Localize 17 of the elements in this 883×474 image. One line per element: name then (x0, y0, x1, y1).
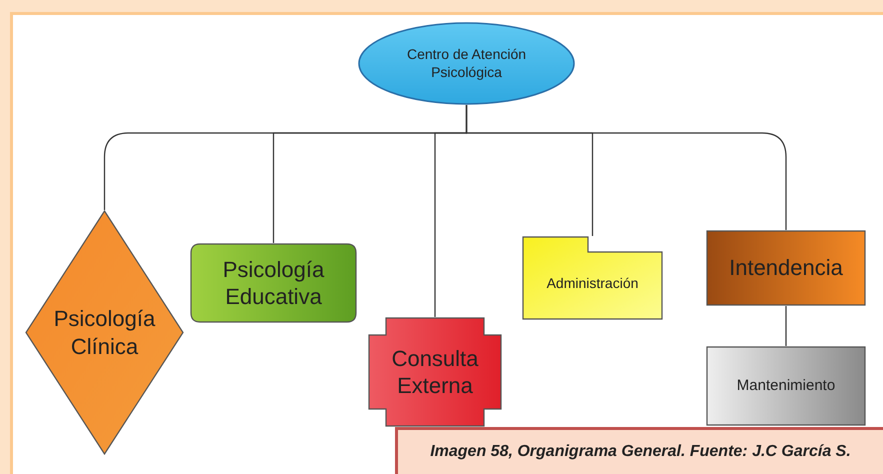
node-label: Centro de Atención Psicológica (406, 46, 528, 81)
node-label: Consulta Externa (390, 344, 480, 400)
process-box (706, 230, 866, 306)
cross-shape-node (368, 317, 502, 427)
node-label: Mantenimiento (736, 376, 836, 396)
node-label: Administración (546, 275, 640, 293)
node-label: Intendencia (728, 254, 844, 282)
node-label: Psicología Clínica (52, 305, 156, 360)
decision-diamond (25, 210, 184, 455)
caption: Imagen 58, Organigrama General. Fuente: J.C García S. (430, 442, 851, 462)
connector-line (466, 105, 787, 230)
process-box (706, 346, 866, 426)
folder-shape-node (522, 236, 663, 320)
connector-line (785, 306, 787, 346)
node-label: Psicología Educativa (222, 256, 326, 310)
process-box (190, 243, 357, 323)
ellipse-node (358, 22, 575, 105)
